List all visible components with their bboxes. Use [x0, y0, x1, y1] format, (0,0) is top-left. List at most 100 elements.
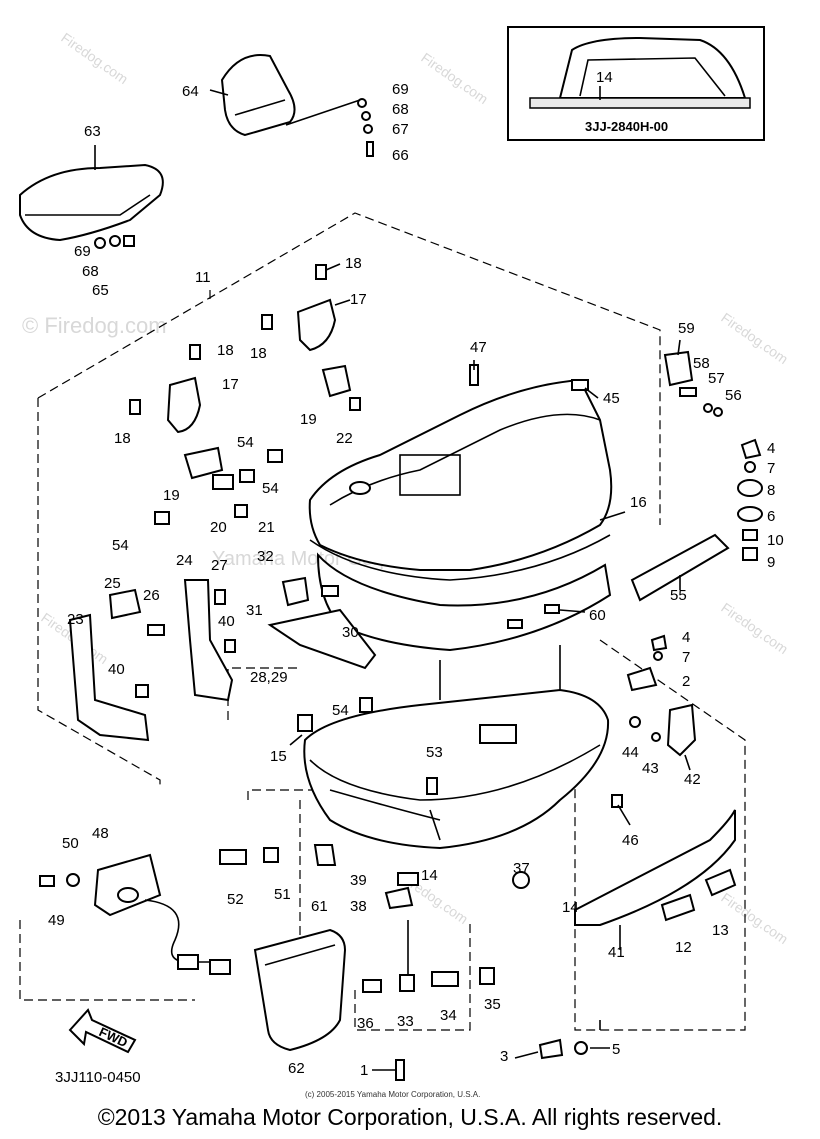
- part-label: 49: [48, 912, 65, 929]
- part-label: 26: [143, 587, 160, 604]
- part-label: 35: [484, 996, 501, 1013]
- part-label: 4: [682, 629, 690, 646]
- fine-print: (c) 2005-2015 Yamaha Motor Corporation, …: [305, 1090, 480, 1099]
- part-label: 51: [274, 886, 291, 903]
- part-label: 63: [84, 123, 101, 140]
- part-label: 13: [712, 922, 729, 939]
- part-label: 54: [262, 480, 279, 497]
- part-label: 54: [112, 537, 129, 554]
- part-label: 69: [74, 243, 91, 260]
- watermark-firedog: © Firedog.com: [22, 313, 167, 338]
- part-label: 15: [270, 748, 287, 765]
- part-label: 41: [608, 944, 625, 961]
- watermark-small: Firedog.com: [58, 29, 131, 87]
- part-label: 65: [92, 282, 109, 299]
- cover-62: [253, 928, 347, 1052]
- top-lid: [308, 378, 613, 581]
- part-label: 30: [342, 624, 359, 641]
- part-label: 69: [392, 81, 409, 98]
- part-label: 21: [258, 519, 275, 536]
- part-label: 57: [708, 370, 725, 387]
- part-label: 17: [350, 291, 367, 308]
- part-label: 27: [211, 557, 228, 574]
- part-label: 16: [630, 494, 647, 511]
- part-label: 5: [612, 1041, 620, 1058]
- part-label: 18: [217, 342, 234, 359]
- part-label: 45: [603, 390, 620, 407]
- copyright-notice: ©2013 Yamaha Motor Corporation, U.S.A. A…: [97, 1104, 723, 1130]
- diagram-code: 3JJ110-0450: [55, 1069, 141, 1086]
- part-label: 59: [678, 320, 695, 337]
- inset-box: [507, 26, 765, 141]
- leader-lines: [94, 89, 691, 1071]
- part-label: 40: [108, 661, 125, 678]
- part-label: 10: [767, 532, 784, 549]
- part-label: 18: [114, 430, 131, 447]
- watermark-small: Firedog.com: [718, 599, 791, 657]
- part-label: 54: [237, 434, 254, 451]
- inset-part-label: 14: [596, 69, 613, 86]
- small-fasteners: [39, 264, 723, 1081]
- part-labels: 64 69 68 67 66 63 69 68 65 11 18 17 18 1…: [48, 81, 784, 1079]
- part-label: 53: [426, 744, 443, 761]
- part-label: 32: [257, 548, 274, 565]
- part-label: 62: [288, 1060, 305, 1077]
- part-label: 19: [300, 411, 317, 428]
- part-label: 68: [392, 101, 409, 118]
- part-label: 67: [392, 121, 409, 138]
- part-label: 22: [336, 430, 353, 447]
- part-label: 12: [675, 939, 692, 956]
- fwd-arrow-icon: [68, 1008, 137, 1054]
- part-label: 52: [227, 891, 244, 908]
- part-label: 23: [67, 611, 84, 628]
- part-label: 48: [92, 825, 109, 842]
- part-label: 68: [82, 263, 99, 280]
- part-label: 34: [440, 1007, 457, 1024]
- part-label: 37: [513, 860, 530, 877]
- part-label: 14: [421, 867, 438, 884]
- part-label: 7: [682, 649, 690, 666]
- watermark-small: Firedog.com: [718, 889, 791, 947]
- part-label: 40: [218, 613, 235, 630]
- seat-cushion-63: [19, 163, 164, 242]
- part-label: 38: [350, 898, 367, 915]
- light-assembly: [93, 853, 231, 975]
- inset-code: 3JJ-2840H-00: [585, 119, 668, 134]
- part-label: 14: [562, 899, 579, 916]
- part-label: 61: [311, 898, 328, 915]
- fwd-label: FWD: [97, 1024, 130, 1050]
- part-label: 2: [682, 673, 690, 690]
- part-label: 44: [622, 744, 639, 761]
- part-label: 31: [246, 602, 263, 619]
- part-label: 55: [670, 587, 687, 604]
- part-label: 7: [767, 460, 775, 477]
- part-label: 64: [182, 83, 199, 100]
- part-label: 18: [250, 345, 267, 362]
- part-label: 25: [104, 575, 121, 592]
- part-label: 9: [767, 554, 775, 571]
- fasteners-cushion: [94, 98, 374, 249]
- part-label: 6: [767, 508, 775, 525]
- part-label: 43: [642, 760, 659, 777]
- part-label: 42: [684, 771, 701, 788]
- right-hardware: [574, 438, 763, 926]
- part-label: 3: [500, 1048, 508, 1065]
- part-label: 1: [360, 1062, 368, 1079]
- part-label: 17: [222, 376, 239, 393]
- part-label: 50: [62, 835, 79, 852]
- part-label: 60: [589, 607, 606, 624]
- part-label: 24: [176, 552, 193, 569]
- part-label: 8: [767, 482, 775, 499]
- part-label: 19: [163, 487, 180, 504]
- brackets: [68, 298, 697, 757]
- watermark-small: Firedog.com: [718, 309, 791, 367]
- part-label: 39: [350, 872, 367, 889]
- part-label: 18: [345, 255, 362, 272]
- part-label: 58: [693, 355, 710, 372]
- part-label: 47: [470, 339, 487, 356]
- part-label: 36: [357, 1015, 374, 1032]
- part-label: 56: [725, 387, 742, 404]
- part-label: 20: [210, 519, 227, 536]
